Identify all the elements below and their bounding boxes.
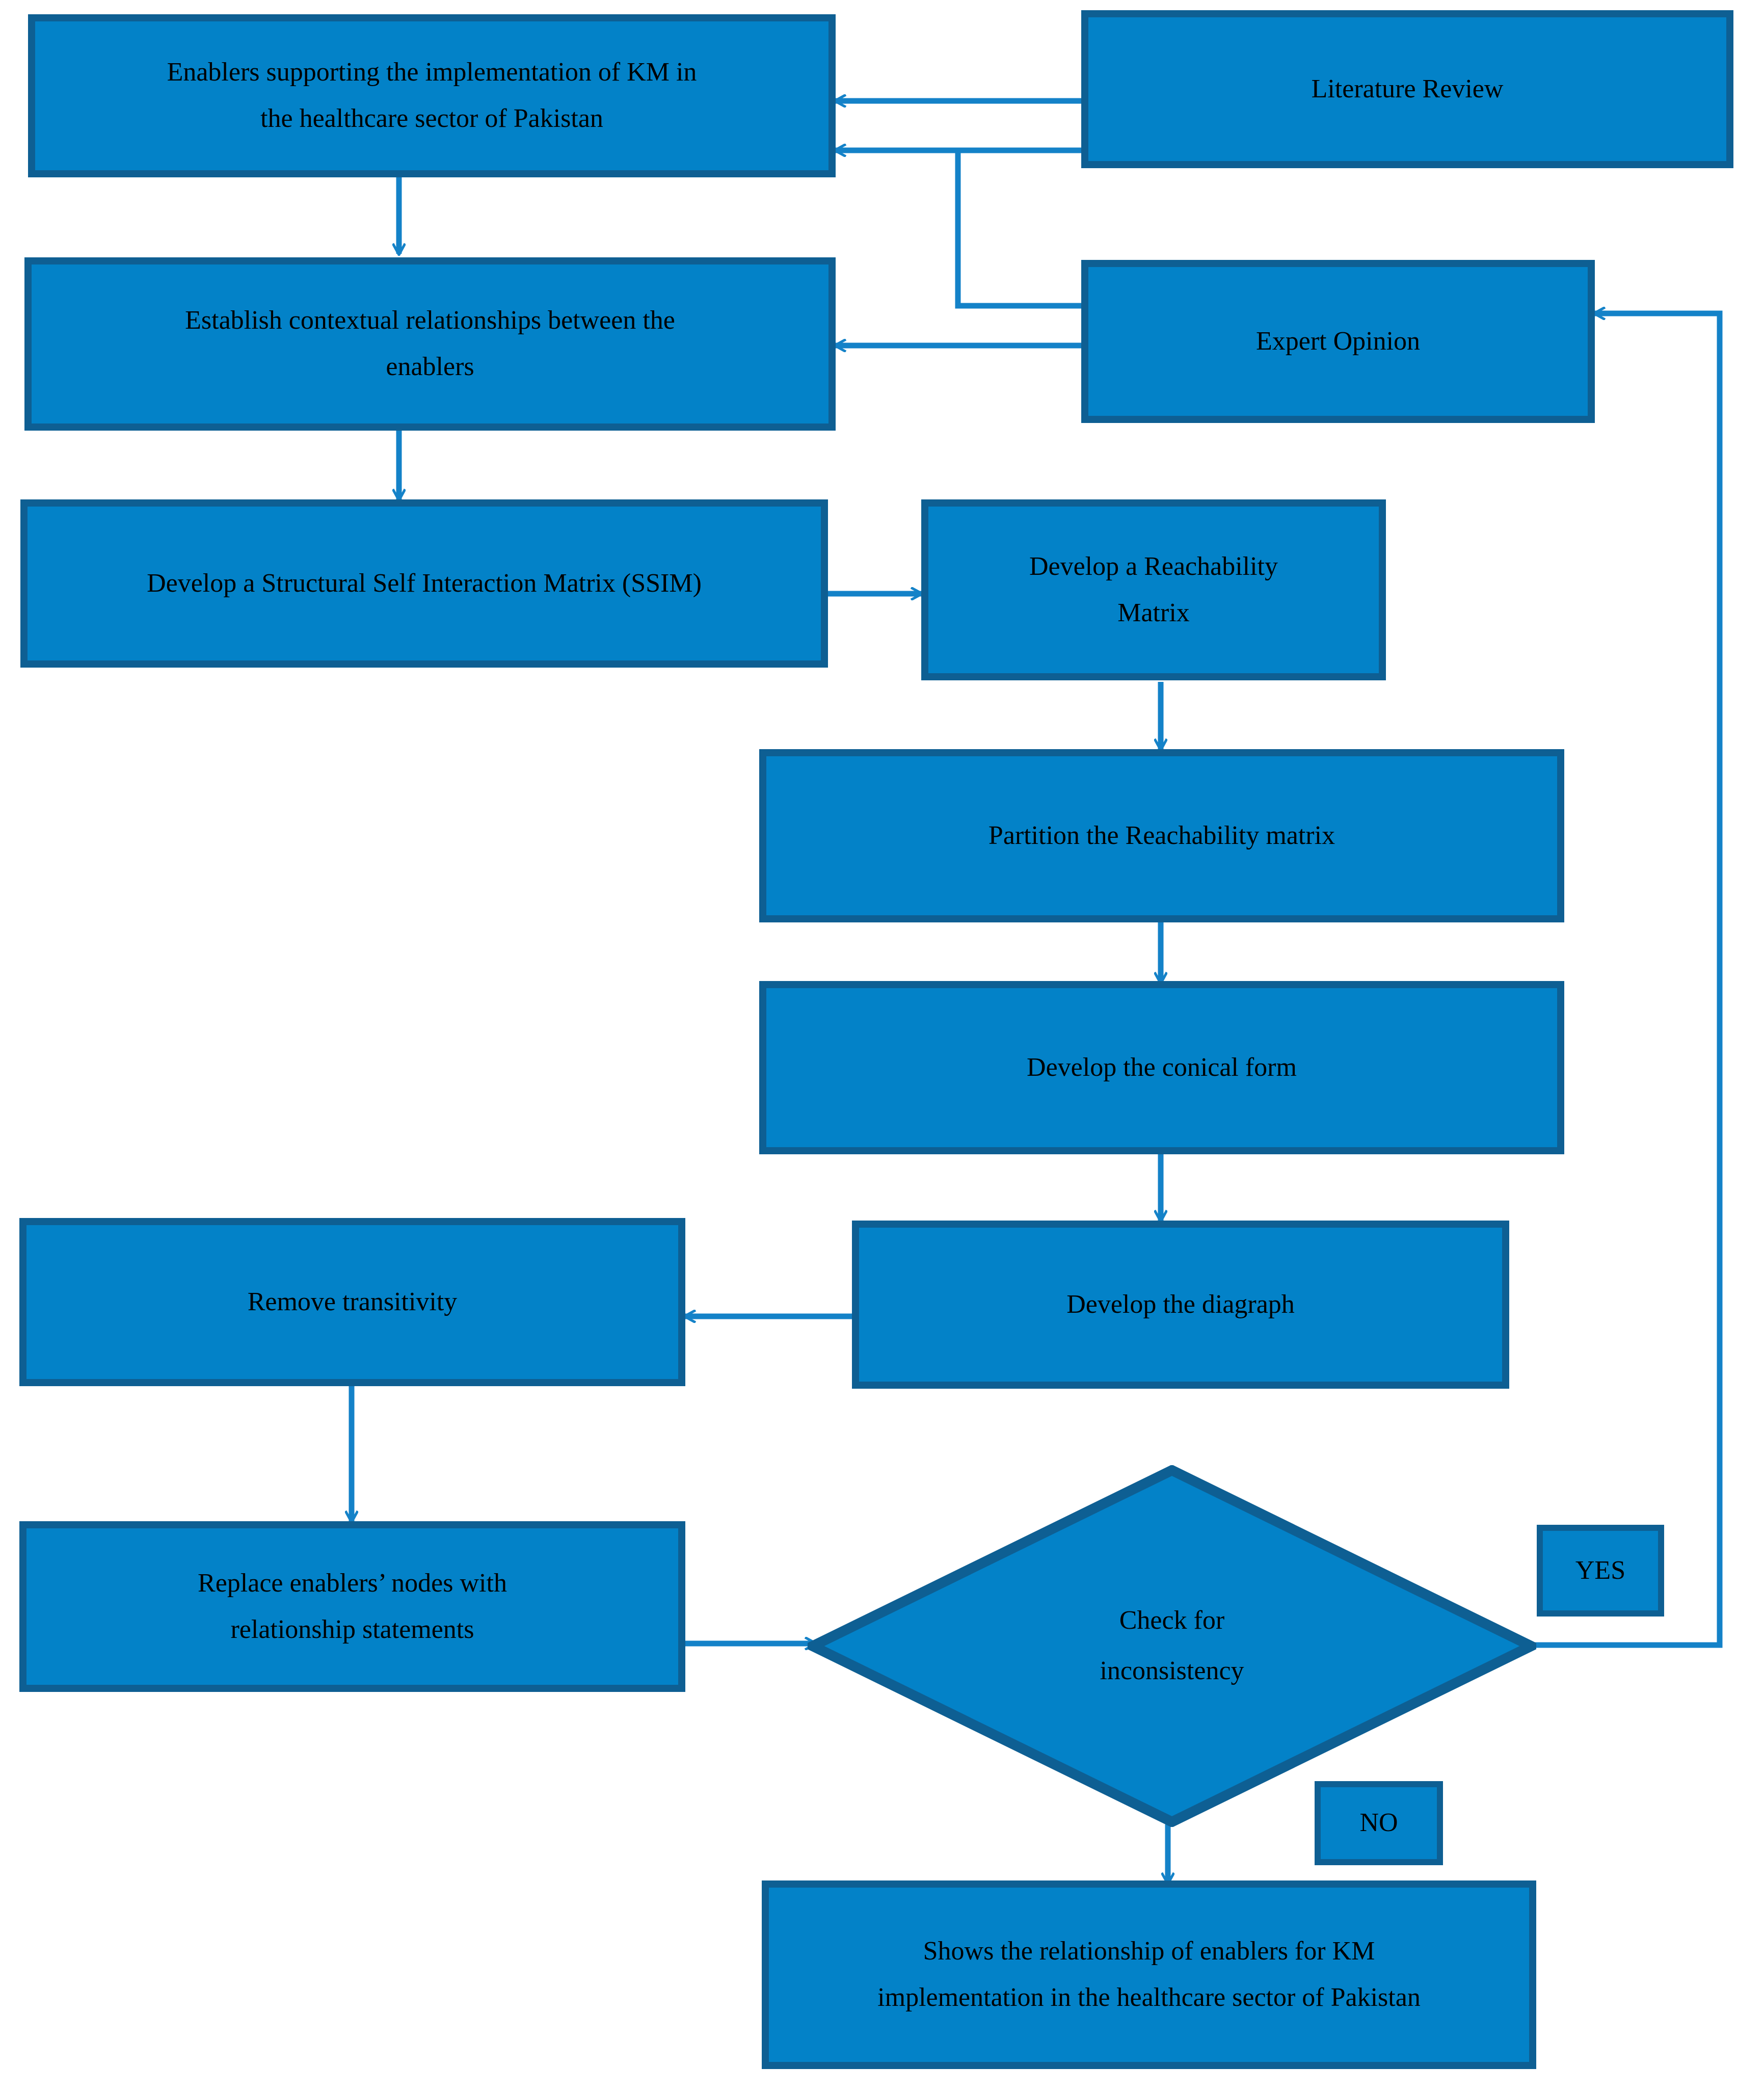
no-label-text: NO (1359, 1808, 1398, 1838)
node-final-line-1: Shows the relationship of enablers for K… (923, 1937, 1375, 1966)
edge-expert-to-enablers (836, 150, 1081, 309)
node-expert-opinion[interactable]: Expert Opinion (1081, 260, 1595, 423)
node-partition[interactable]: Partition the Reachability matrix (759, 749, 1564, 922)
node-conical-form[interactable]: Develop the conical form (759, 981, 1564, 1154)
node-enablers[interactable]: Enablers supporting the implementation o… (28, 14, 836, 177)
node-replace-nodes-line-1: Replace enablers’ nodes with (198, 1568, 507, 1598)
node-remove-transitivity-line-1: Remove transitivity (247, 1287, 458, 1316)
node-literature-review-line-1: Literature Review (1311, 74, 1504, 103)
node-check-inconsistency[interactable]: Check for inconsistency (808, 1465, 1536, 1827)
node-reachability-line-1: Develop a Reachability (1029, 551, 1278, 581)
node-enablers-line-2: the healthcare sector of Pakistan (260, 104, 603, 133)
node-contextual-relationships[interactable]: Establish contextual relationships betwe… (24, 257, 836, 431)
node-replace-nodes[interactable]: Replace enablers’ nodes with relationshi… (19, 1521, 685, 1692)
node-literature-review[interactable]: Literature Review (1081, 10, 1733, 168)
node-yes-label[interactable]: YES (1537, 1525, 1664, 1617)
node-partition-line-1: Partition the Reachability matrix (988, 820, 1335, 850)
node-diagraph[interactable]: Develop the diagraph (852, 1221, 1509, 1389)
node-reachability-matrix[interactable]: Develop a Reachability Matrix (921, 499, 1386, 680)
node-remove-transitivity[interactable]: Remove transitivity (19, 1218, 685, 1386)
node-replace-nodes-line-2: relationship statements (230, 1614, 474, 1644)
node-diagraph-line-1: Develop the diagraph (1066, 1289, 1295, 1319)
node-contextual-line-2: enablers (386, 352, 474, 381)
node-final-result[interactable]: Shows the relationship of enablers for K… (762, 1880, 1536, 2069)
edge-decision-yes-to-expert (1533, 313, 1723, 1648)
yes-label-text: YES (1575, 1555, 1626, 1585)
node-reachability-line-2: Matrix (1117, 598, 1190, 627)
node-ssim[interactable]: Develop a Structural Self Interaction Ma… (20, 499, 828, 668)
node-ssim-line-1: Develop a Structural Self Interaction Ma… (147, 568, 702, 598)
node-final-line-2: implementation in the healthcare sector … (877, 1983, 1421, 2012)
node-no-label[interactable]: NO (1315, 1781, 1443, 1865)
node-contextual-line-1: Establish contextual relationships betwe… (185, 306, 675, 335)
node-enablers-line-1: Enablers supporting the implementation o… (167, 58, 697, 87)
node-conical-line-1: Develop the conical form (1027, 1052, 1297, 1082)
node-expert-opinion-line-1: Expert Opinion (1255, 326, 1421, 356)
diamond-shape (808, 1465, 1536, 1827)
